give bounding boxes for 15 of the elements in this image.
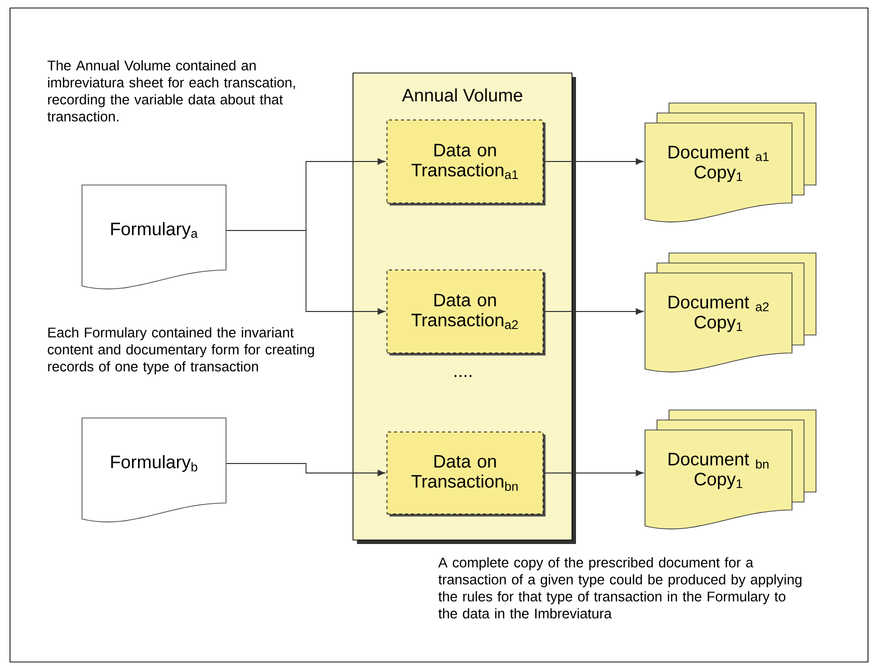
data-box: Data on Transaction$_{bn}$: [386, 432, 546, 516]
note-text: Each Formulary contained the invariant content and documentary form for creating records of one type of transaction: [48, 327, 314, 374]
arrow: [542, 308, 644, 315]
arrow: [542, 158, 644, 165]
data-box: Data on Transaction$_{a1}$: [386, 120, 546, 206]
arrow: [226, 463, 386, 476]
document-stack-drawing: Document $_{bn}$ Copy$_{1}$: [644, 410, 816, 530]
document-stack-drawing: Document $_{a1}$ Copy$_{1}$: [644, 102, 816, 222]
document-stack-drawing: Document $_{a2}$ Copy$_{1}$: [644, 252, 816, 372]
arrow: [226, 230, 386, 315]
ellipsis: ....: [454, 375, 472, 377]
note-text: The Annual Volume contained an imbreviatura sheet for each transcation, recording the variable data about that transaction.: [47, 60, 295, 122]
note-text: A complete copy of the prescribed document for a transaction of a given type could be produced by applying the rules for that type of transaction in the Formulary to the data in the Imbreviatura: [438, 557, 802, 618]
arrow: [542, 470, 644, 476]
data-box: Data on Transaction$_{a2}$: [386, 270, 546, 356]
